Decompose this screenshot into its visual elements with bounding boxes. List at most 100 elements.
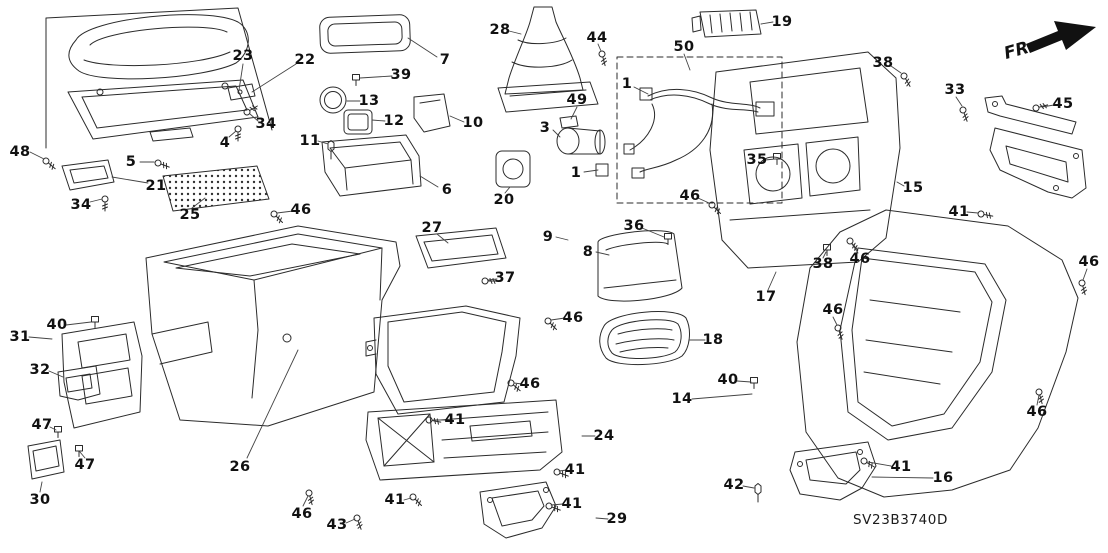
part-bracket-16 bbox=[789, 441, 877, 501]
assembly-boundary bbox=[45, 7, 273, 149]
callout-15: 15 bbox=[902, 179, 924, 196]
callout-40: 40 bbox=[717, 371, 739, 388]
callout-21: 21 bbox=[145, 177, 167, 194]
callout-29: 29 bbox=[606, 510, 628, 527]
callout-46: 46 bbox=[291, 505, 313, 522]
part-pocket-lid-8 bbox=[597, 230, 683, 302]
callout-1: 1 bbox=[621, 75, 633, 92]
callout-38: 38 bbox=[872, 54, 894, 71]
part-latch-21 bbox=[61, 159, 115, 191]
part-console-body-26 bbox=[145, 225, 401, 427]
callout-46: 46 bbox=[562, 309, 584, 326]
callout-27: 27 bbox=[421, 219, 443, 236]
callout-36: 36 bbox=[623, 217, 645, 234]
part-cupholder-13 bbox=[319, 86, 347, 114]
callout-33: 33 bbox=[944, 81, 966, 98]
part-bracket-23 bbox=[227, 83, 256, 101]
part-box-30 bbox=[27, 439, 65, 480]
fr-direction-arrow bbox=[1026, 21, 1096, 53]
callout-14: 14 bbox=[671, 390, 693, 407]
callout-41: 41 bbox=[444, 411, 466, 428]
part-box-6 bbox=[321, 134, 422, 197]
callout-46: 46 bbox=[679, 187, 701, 204]
callout-30: 30 bbox=[29, 491, 51, 508]
callout-18: 18 bbox=[702, 331, 724, 348]
callout-49: 49 bbox=[566, 91, 588, 108]
callout-1: 1 bbox=[570, 164, 582, 181]
callout-16: 16 bbox=[932, 469, 954, 486]
callout-43: 43 bbox=[326, 516, 348, 533]
callout-7: 7 bbox=[439, 51, 451, 68]
part-ring-20 bbox=[495, 150, 531, 188]
callout-41: 41 bbox=[948, 203, 970, 220]
callout-41: 41 bbox=[561, 495, 583, 512]
callout-41: 41 bbox=[890, 458, 912, 475]
part-lighter-socket-3 bbox=[556, 115, 606, 155]
callout-28: 28 bbox=[489, 21, 511, 38]
callout-3: 3 bbox=[539, 119, 551, 136]
callout-46: 46 bbox=[519, 375, 541, 392]
callout-26: 26 bbox=[229, 458, 251, 475]
callout-50: 50 bbox=[673, 38, 695, 55]
part-bracket-32 bbox=[57, 365, 101, 401]
part-mat-18 bbox=[599, 311, 690, 365]
callout-4: 4 bbox=[219, 134, 231, 151]
part-slide-frame-24 bbox=[365, 399, 563, 481]
callout-41: 41 bbox=[564, 461, 586, 478]
callout-46: 46 bbox=[849, 250, 871, 267]
leader-lines bbox=[28, 21, 1088, 524]
callout-25: 25 bbox=[179, 206, 201, 223]
part-bracket-45 bbox=[984, 95, 1077, 135]
callout-47: 47 bbox=[31, 416, 53, 433]
callout-24: 24 bbox=[593, 427, 615, 444]
callout-12: 12 bbox=[383, 112, 405, 129]
callout-34: 34 bbox=[255, 115, 277, 132]
part-lid-27 bbox=[415, 227, 507, 269]
callout-34: 34 bbox=[70, 196, 92, 213]
callout-45: 45 bbox=[1052, 95, 1074, 112]
callout-10: 10 bbox=[462, 114, 484, 131]
callout-22: 22 bbox=[294, 51, 316, 68]
callout-37: 37 bbox=[494, 269, 516, 286]
callout-35: 35 bbox=[746, 151, 768, 168]
callout-6: 6 bbox=[441, 181, 453, 198]
callout-39: 39 bbox=[390, 66, 412, 83]
callout-46: 46 bbox=[290, 201, 312, 218]
part-front-trim-31 bbox=[61, 321, 143, 429]
callout-38: 38 bbox=[812, 255, 834, 272]
callout-47: 47 bbox=[74, 456, 96, 473]
part-armrest-base bbox=[67, 79, 259, 142]
part-armrest-pad bbox=[68, 14, 249, 80]
callout-23: 23 bbox=[232, 47, 254, 64]
part-shift-boot-28 bbox=[497, 6, 599, 113]
part-mat-25 bbox=[162, 165, 270, 212]
part-connector-19 bbox=[691, 9, 762, 38]
callout-9: 9 bbox=[542, 228, 554, 245]
part-tray-7 bbox=[319, 14, 411, 54]
callout-17: 17 bbox=[755, 288, 777, 305]
callout-13: 13 bbox=[358, 92, 380, 109]
callout-11: 11 bbox=[299, 132, 321, 149]
callout-46: 46 bbox=[1026, 403, 1048, 420]
part-inner-box-24 bbox=[365, 305, 521, 415]
callout-46: 46 bbox=[822, 301, 844, 318]
callout-8: 8 bbox=[582, 243, 594, 260]
part-lid-10 bbox=[413, 93, 451, 133]
callout-41: 41 bbox=[384, 491, 406, 508]
part-bracket-right bbox=[989, 127, 1087, 199]
part-insert-12 bbox=[343, 109, 373, 135]
diagram-code: SV23B3740D bbox=[853, 512, 948, 528]
part-rear-console-14 bbox=[796, 209, 1079, 498]
part-harness-50 bbox=[595, 56, 783, 204]
part-bracket-29 bbox=[479, 481, 557, 539]
callout-42: 42 bbox=[723, 476, 745, 493]
callout-19: 19 bbox=[771, 13, 793, 30]
callout-44: 44 bbox=[586, 29, 608, 46]
callout-46: 46 bbox=[1078, 253, 1100, 270]
callout-31: 31 bbox=[9, 328, 31, 345]
callout-48: 48 bbox=[9, 143, 31, 160]
callout-5: 5 bbox=[125, 153, 137, 170]
callout-32: 32 bbox=[29, 361, 51, 378]
